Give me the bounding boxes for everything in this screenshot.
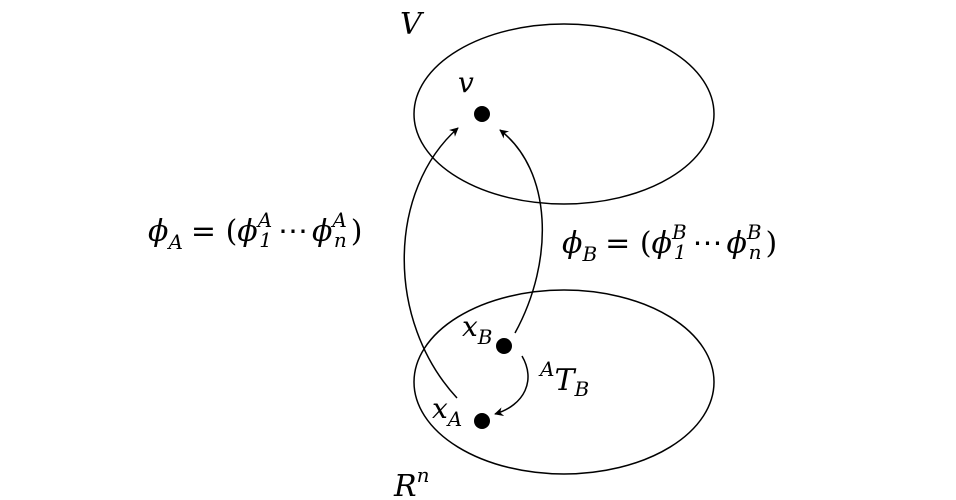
transition-label: ATB [538,357,589,401]
set-v-ellipse [413,23,715,205]
map-phi-a-arrow [403,127,459,399]
set-v-label: V [400,7,425,42]
point-v [474,106,490,122]
point-xb [496,338,512,354]
point-v-label: v [458,66,474,99]
set-rn-label: Rn [393,463,429,500]
set-rn-ellipse [413,289,715,475]
point-xb-label: xB [462,310,493,349]
point-xa-label: xA [432,392,462,431]
point-xa [474,413,490,429]
transition-arrow [494,355,529,416]
map-phi-b-arrow [499,129,544,334]
